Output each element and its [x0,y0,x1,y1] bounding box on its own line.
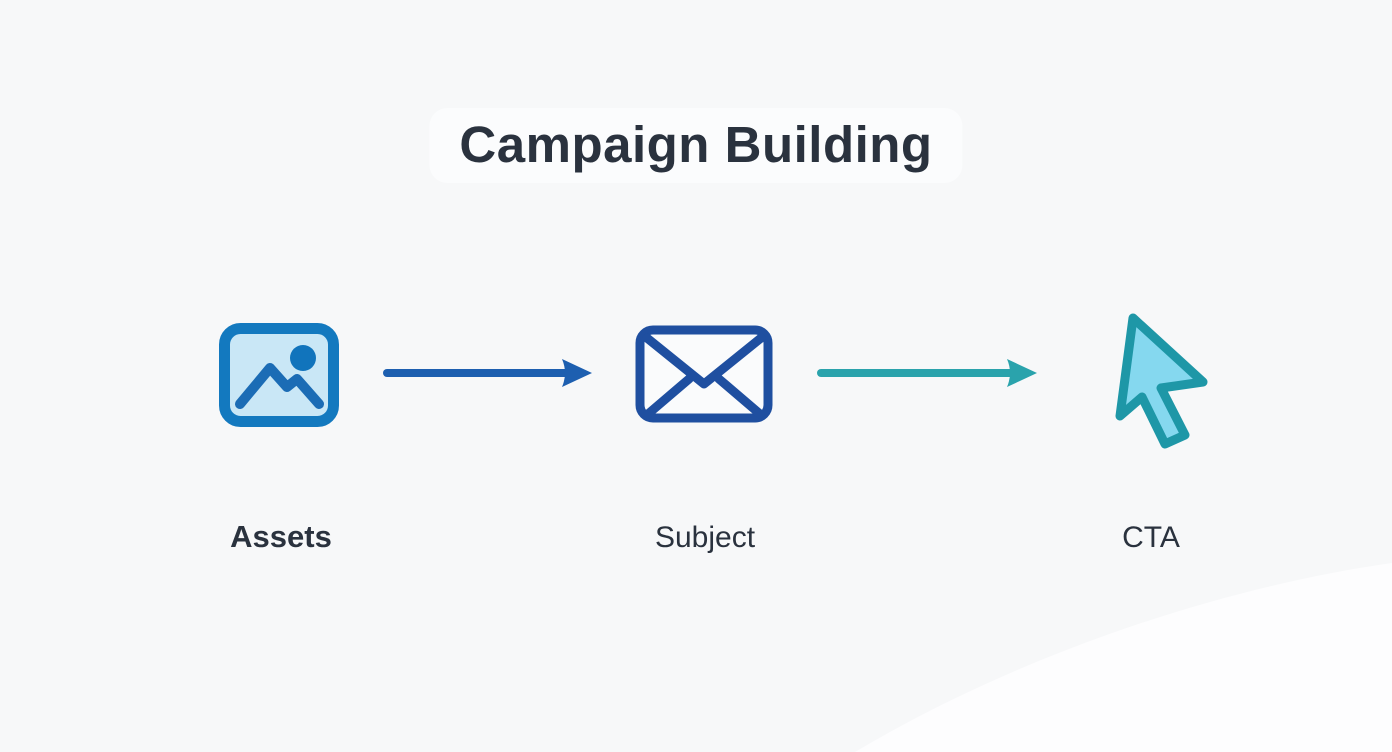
step-label-assets: Assets [230,519,332,554]
step-label-cta: CTA [1122,521,1180,554]
image-icon [218,322,340,428]
cursor-icon [1115,312,1211,456]
arrow-assets-to-subject [383,359,592,387]
page-title: Campaign Building [459,116,933,173]
envelope-icon [635,325,773,423]
title-chip: Campaign Building [429,108,963,183]
step-label-subject: Subject [654,521,756,554]
arrow-subject-to-cta [817,359,1037,387]
